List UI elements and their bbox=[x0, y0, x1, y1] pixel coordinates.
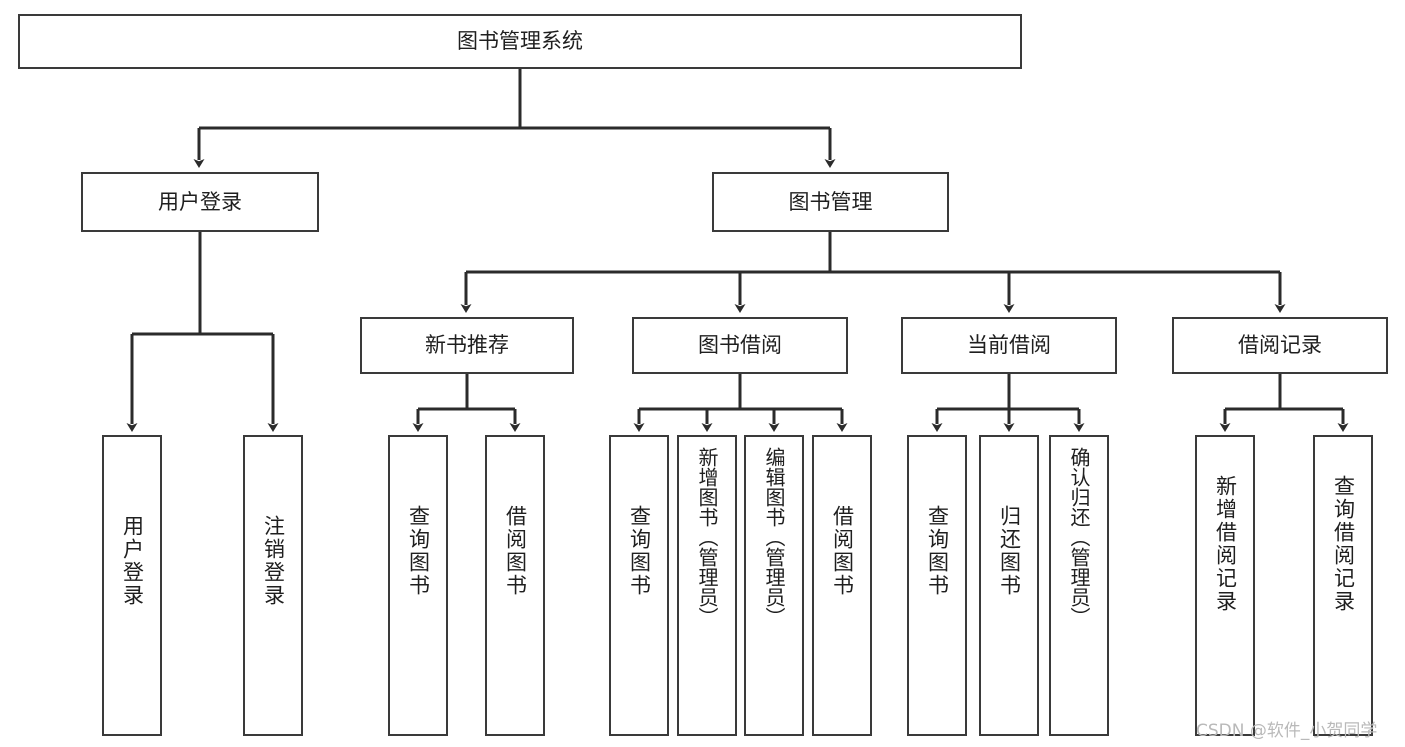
node-leaf-borrow-book-2[interactable]: 借阅图书 bbox=[812, 435, 872, 736]
node-leaf-return-book-label: 归还图书 bbox=[997, 505, 1022, 597]
node-user-login-label: 用户登录 bbox=[158, 189, 242, 214]
node-leaf-user-login-label: 用户登录 bbox=[120, 515, 145, 607]
node-current-borrow-label: 当前借阅 bbox=[967, 333, 1051, 358]
node-leaf-add-record[interactable]: 新增借阅记录 bbox=[1195, 435, 1255, 736]
node-leaf-borrow-book-1-label: 借阅图书 bbox=[503, 505, 528, 597]
node-new-book-recommend-label: 新书推荐 bbox=[425, 333, 509, 358]
node-leaf-borrow-book-1[interactable]: 借阅图书 bbox=[485, 435, 545, 736]
node-leaf-query-record-label: 查询借阅记录 bbox=[1331, 475, 1356, 613]
node-leaf-add-book[interactable]: 新增图书（管理员） bbox=[677, 435, 737, 736]
node-leaf-query-book-3-label: 查询图书 bbox=[925, 505, 950, 597]
node-leaf-query-book-2-label: 查询图书 bbox=[627, 505, 652, 597]
node-new-book-recommend[interactable]: 新书推荐 bbox=[360, 317, 574, 374]
node-root-label: 图书管理系统 bbox=[457, 29, 583, 54]
node-leaf-confirm-return-label: 确认归还（管理员） bbox=[1067, 447, 1091, 627]
node-user-login[interactable]: 用户登录 bbox=[81, 172, 319, 232]
node-leaf-add-record-label: 新增借阅记录 bbox=[1213, 475, 1238, 613]
node-leaf-confirm-return[interactable]: 确认归还（管理员） bbox=[1049, 435, 1109, 736]
node-leaf-edit-book[interactable]: 编辑图书（管理员） bbox=[744, 435, 804, 736]
csdn-watermark: CSDN @软件_小贺同学 bbox=[1196, 721, 1378, 741]
node-leaf-query-record[interactable]: 查询借阅记录 bbox=[1313, 435, 1373, 736]
node-leaf-borrow-book-2-label: 借阅图书 bbox=[830, 505, 855, 597]
node-leaf-query-book-1-label: 查询图书 bbox=[406, 505, 431, 597]
node-borrow-records-label: 借阅记录 bbox=[1238, 333, 1322, 358]
node-book-manage[interactable]: 图书管理 bbox=[712, 172, 949, 232]
node-leaf-query-book-1[interactable]: 查询图书 bbox=[388, 435, 448, 736]
node-book-borrow[interactable]: 图书借阅 bbox=[632, 317, 848, 374]
node-leaf-edit-book-label: 编辑图书（管理员） bbox=[762, 447, 786, 627]
node-current-borrow[interactable]: 当前借阅 bbox=[901, 317, 1117, 374]
node-root[interactable]: 图书管理系统 bbox=[18, 14, 1022, 69]
node-borrow-records[interactable]: 借阅记录 bbox=[1172, 317, 1388, 374]
node-leaf-query-book-3[interactable]: 查询图书 bbox=[907, 435, 967, 736]
node-leaf-logout-label: 注销登录 bbox=[261, 515, 286, 607]
node-leaf-return-book[interactable]: 归还图书 bbox=[979, 435, 1039, 736]
node-leaf-add-book-label: 新增图书（管理员） bbox=[695, 447, 719, 627]
node-book-borrow-label: 图书借阅 bbox=[698, 333, 782, 358]
node-leaf-user-login[interactable]: 用户登录 bbox=[102, 435, 162, 736]
node-leaf-query-book-2[interactable]: 查询图书 bbox=[609, 435, 669, 736]
node-leaf-logout[interactable]: 注销登录 bbox=[243, 435, 303, 736]
node-book-manage-label: 图书管理 bbox=[788, 189, 873, 214]
